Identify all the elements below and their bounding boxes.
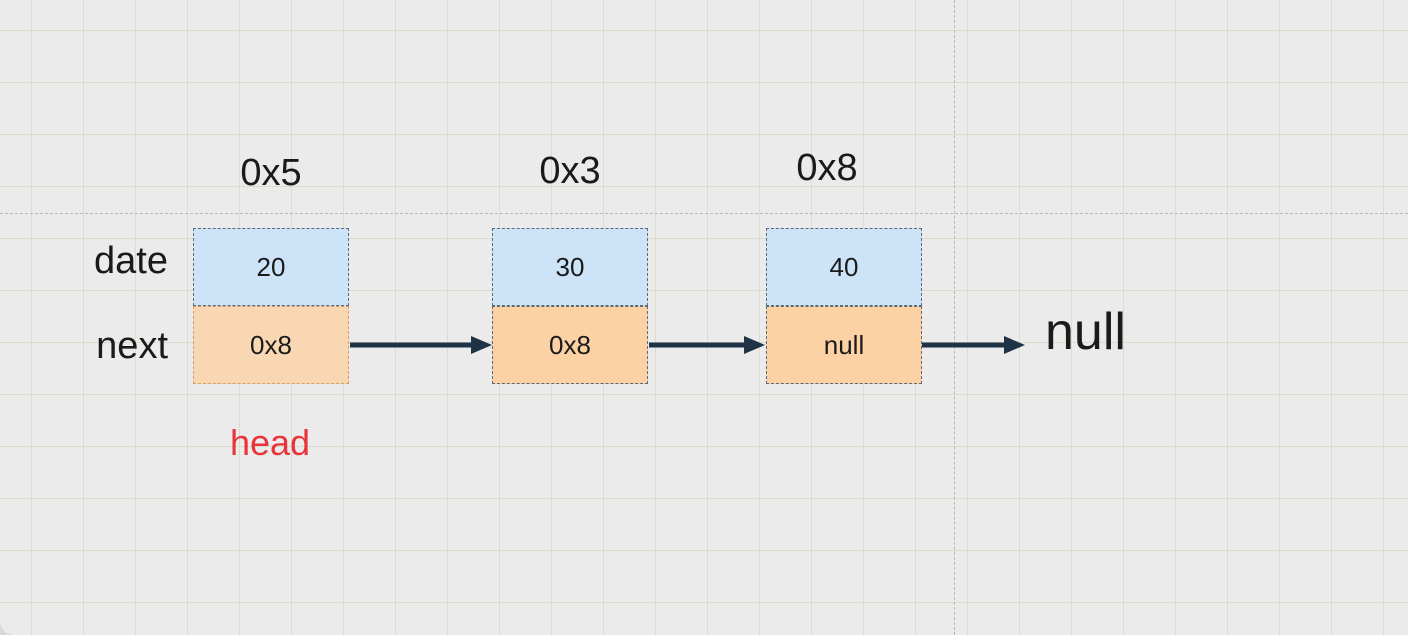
node-2-address: 0x3 [539, 150, 601, 192]
arrow-node3-to-null [922, 336, 1025, 354]
list-node-1: 20 0x8 [193, 228, 349, 384]
node-1-next-cell: 0x8 [193, 306, 349, 384]
vertical-guide-line [954, 0, 955, 635]
node-2-next-cell: 0x8 [492, 306, 648, 384]
node-2-data-cell: 30 [492, 228, 648, 306]
node-3-address: 0x8 [796, 147, 858, 189]
node-3-next-cell: null [766, 306, 922, 384]
list-node-2: 30 0x8 [492, 228, 648, 384]
list-node-3: 40 null [766, 228, 922, 384]
node-1-data-cell: 20 [193, 228, 349, 306]
node-3-data-cell: 40 [766, 228, 922, 306]
next-row-label: next [96, 325, 168, 367]
horizontal-guide-line [0, 213, 1408, 214]
data-row-label: date [94, 240, 168, 282]
arrow-node2-to-node3 [649, 336, 765, 354]
arrow-node1-to-node2 [350, 336, 492, 354]
node-1-address: 0x5 [240, 152, 302, 194]
head-pointer-label: head [229, 422, 311, 463]
null-terminal-label: null [1045, 303, 1126, 361]
